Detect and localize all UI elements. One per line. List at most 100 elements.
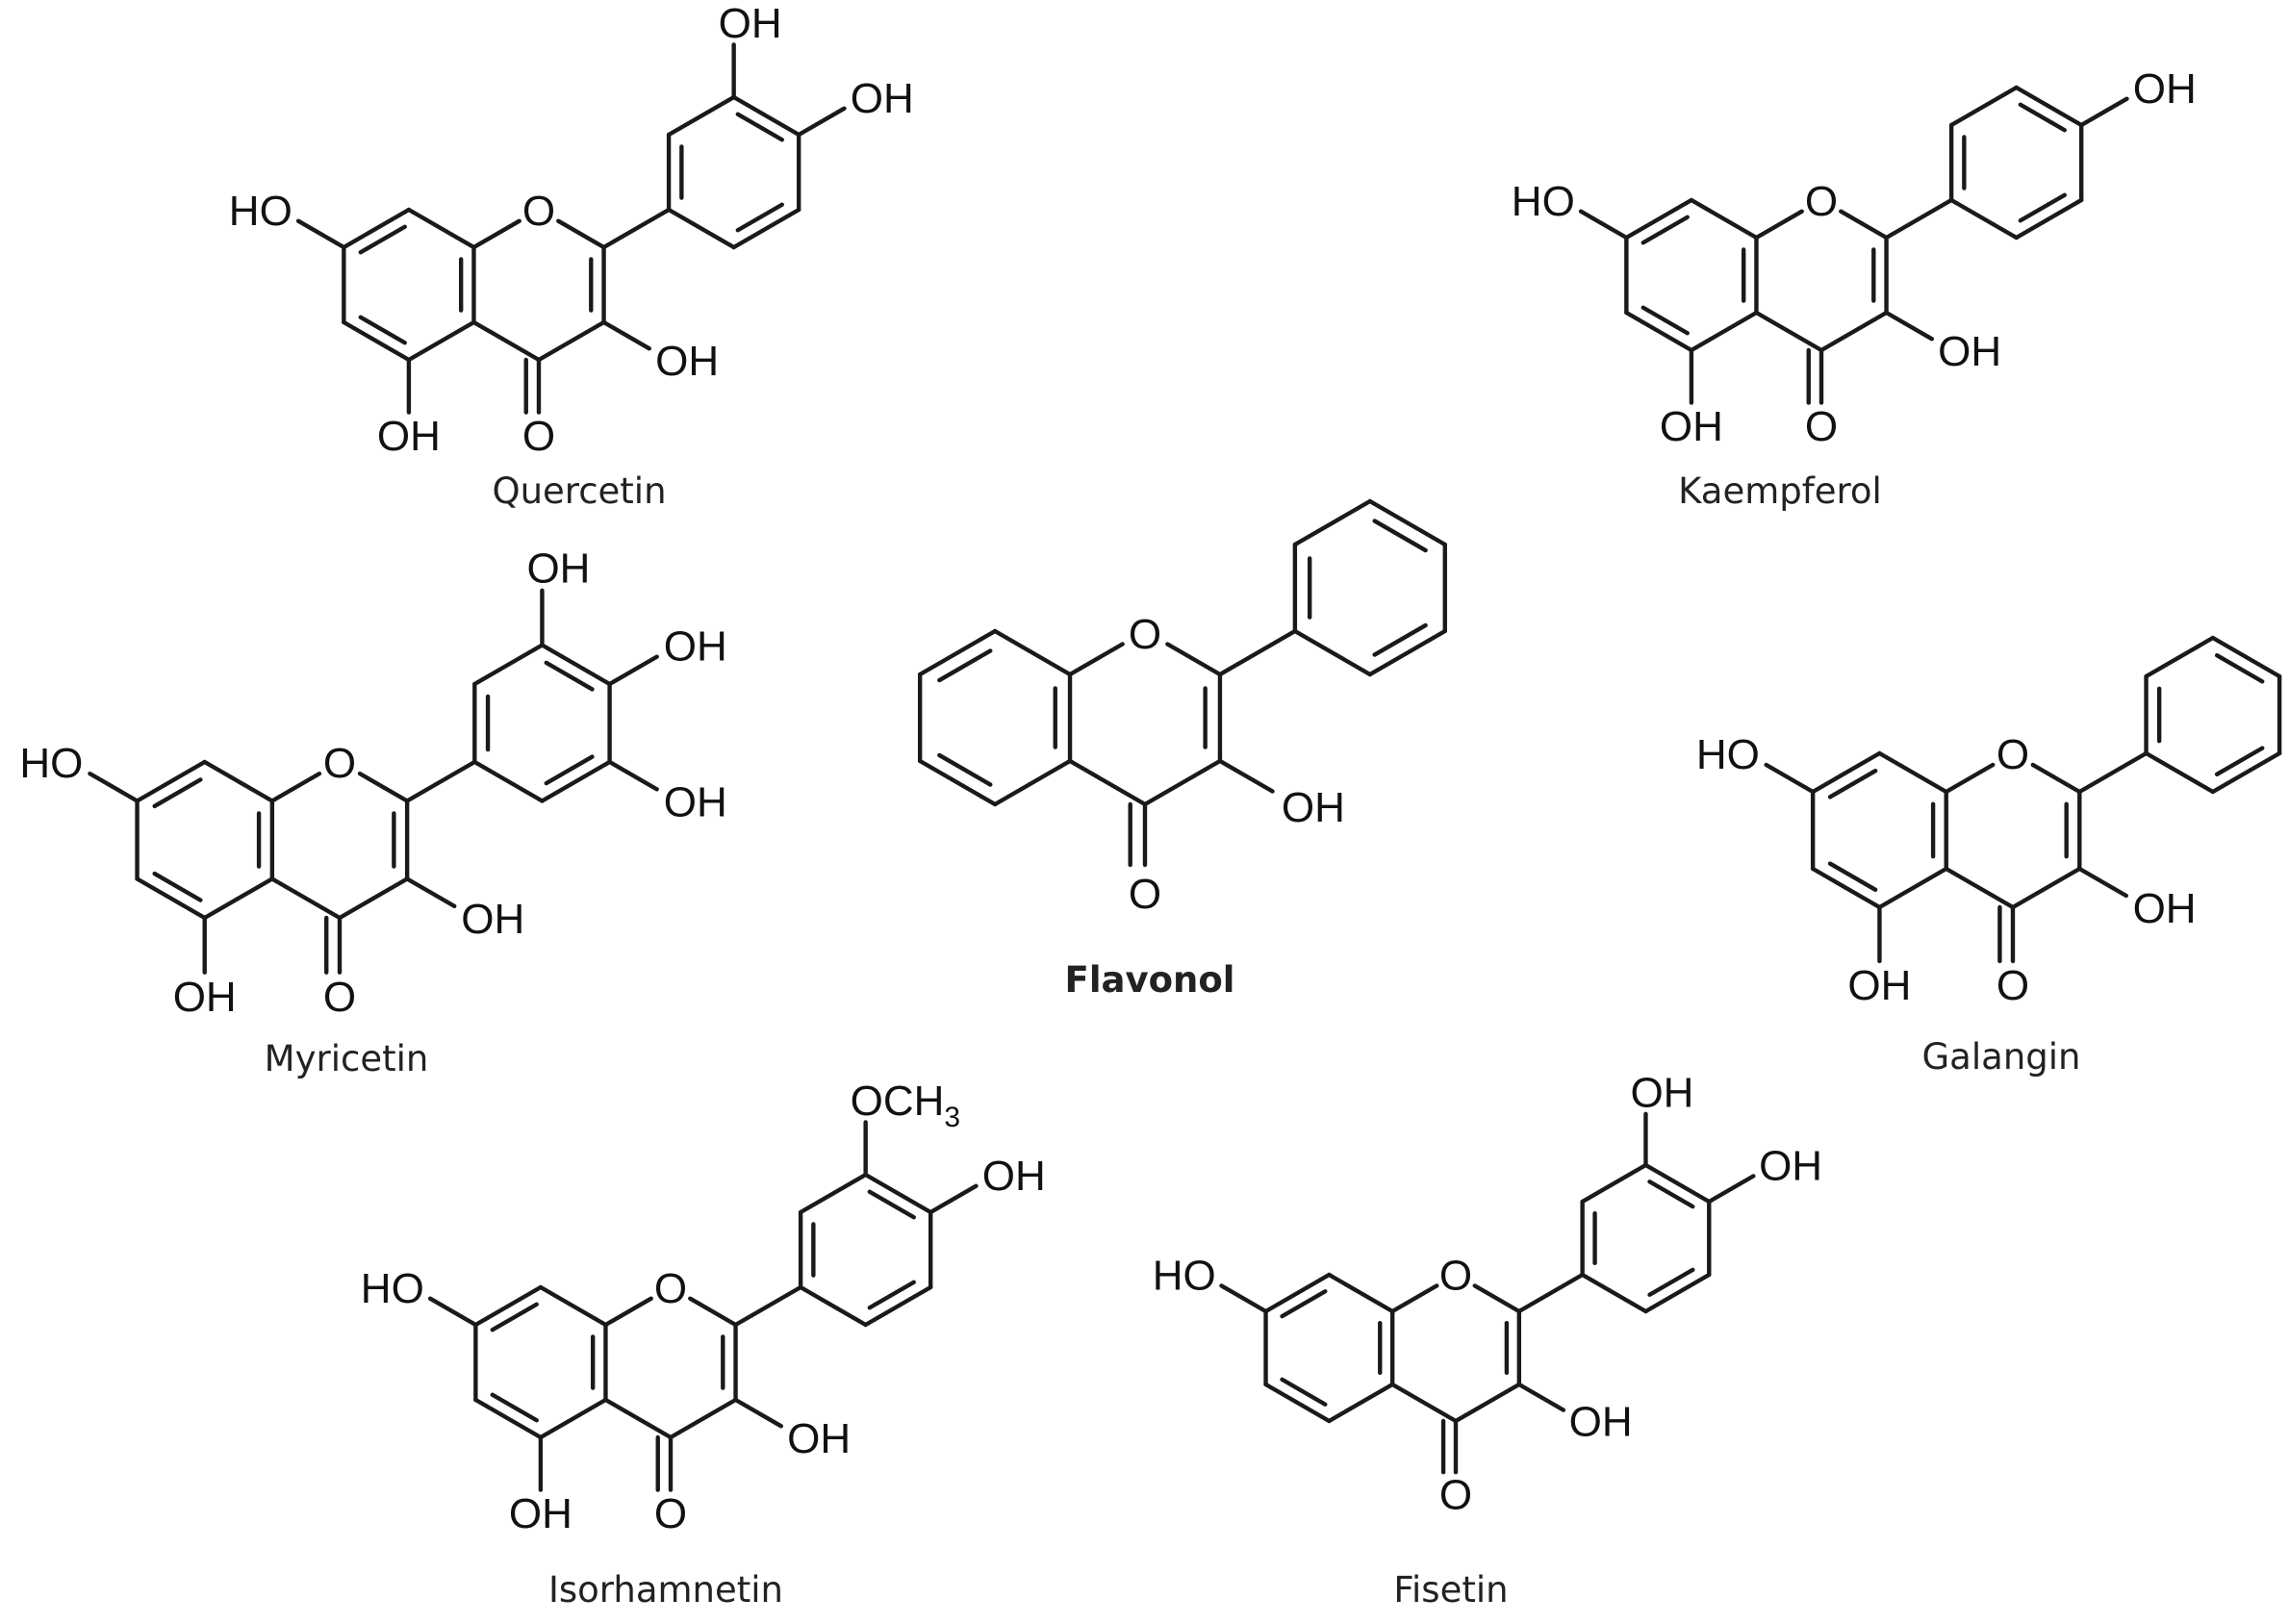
fisetin-atom-label-c3: OH — [1569, 1398, 1633, 1445]
bond-c5-c6 — [1624, 310, 1694, 353]
bond-c2-b1 — [733, 1284, 803, 1328]
bond-c4-c4a — [1754, 310, 1824, 353]
bond-b2-b3 — [666, 94, 736, 138]
bond-inner-c5-c6 — [358, 315, 407, 345]
bond-inner-c5-c6 — [490, 1392, 539, 1423]
bond-o1-c2 — [1165, 642, 1223, 677]
galangin-atom-label-o1: O — [1997, 731, 2029, 778]
bond-inner-c7-c8 — [490, 1302, 539, 1332]
bond-b6-b1 — [1292, 628, 1373, 677]
bond-b6-b1 — [2144, 750, 2216, 795]
bond-b5-b6 — [731, 207, 801, 250]
bond-c8-c8a — [538, 1284, 608, 1328]
bond-c3-c3O — [1884, 310, 1935, 342]
isorhamnetin-atom-label-c3: OH — [787, 1415, 851, 1462]
bond-c3-c4 — [1453, 1382, 1522, 1424]
bond-c7-c8 — [917, 628, 998, 677]
myricetin-atom-label-o1: O — [323, 740, 356, 787]
bond-b5-b6 — [540, 759, 612, 803]
bond-c2-b1 — [601, 207, 672, 250]
bond-c3-c3O — [733, 1397, 784, 1429]
bond-c3-c3O — [1516, 1382, 1566, 1412]
bond-c3-c3O — [2077, 866, 2128, 899]
bond-c4-c4a — [603, 1397, 674, 1440]
isorhamnetin-atom-label-b4: OH — [982, 1153, 1046, 1200]
galangin-atom-label-c5: OH — [1847, 962, 1911, 1009]
bond-b3-b4 — [540, 643, 612, 687]
bond-c8-c8a — [1327, 1272, 1395, 1314]
bond-c7-c8 — [342, 207, 412, 250]
bond-b3-b4 — [2210, 635, 2282, 679]
bond-c4a-c5 — [1327, 1382, 1395, 1424]
bond-c7-c7O — [1219, 1283, 1268, 1314]
bond-inner-c5-c6 — [1280, 1377, 1328, 1407]
bond-c3-c3O — [601, 319, 652, 351]
bond-inner-b5-b6 — [1372, 622, 1428, 657]
bond-c2-b1 — [404, 759, 477, 803]
bond-inner-c5-c6 — [1827, 861, 1878, 893]
bond-c4-c4a — [1944, 866, 2016, 910]
bond-inner-c7-c8 — [937, 648, 993, 683]
myricetin-atom-label-b3: OH — [526, 546, 590, 593]
bond-b6-b1 — [666, 207, 736, 250]
bond-c4a-c5 — [1689, 310, 1759, 353]
kaempferol-name-label: Kaempferol — [1678, 470, 1882, 512]
bond-inner-b5-b6 — [2018, 192, 2067, 223]
isorhamnetin-atom-label-b3: OCH3 — [851, 1078, 960, 1133]
myricetin-atom-label-b5: OH — [664, 779, 727, 826]
bond-b5-b5O — [607, 759, 659, 792]
isorhamnetin-name-label: Isorhamnetin — [548, 1569, 783, 1611]
bond-b3-b4 — [2014, 85, 2084, 128]
bond-b4-b4O — [2078, 96, 2129, 128]
bond-c2-b1 — [1884, 197, 1954, 241]
flavonol-atom-label-c3: OH — [1282, 784, 1345, 831]
bond-inner-c7-c8 — [1640, 215, 1690, 245]
bond-inner-b3-b4 — [1372, 519, 1428, 553]
bond-c7-c8 — [473, 1284, 544, 1328]
myricetin-atom-label-c3: OH — [461, 896, 524, 943]
bond-c8-c8a — [992, 628, 1073, 677]
kaempferol-atom-label-c5: OH — [1660, 403, 1723, 450]
bond-b3-b4 — [731, 94, 801, 138]
isorhamnetin-atom-label-o1: O — [654, 1265, 687, 1312]
bond-c4-c4a — [471, 319, 542, 363]
bond-inner-b5-b6 — [867, 1280, 916, 1310]
bond-inner-b3-b4 — [2018, 102, 2067, 133]
quercetin-atom-label-c5: OH — [377, 413, 441, 460]
bond-c8-c8a — [1689, 197, 1759, 241]
bond-c3-c4 — [337, 876, 410, 921]
fisetin-atom-label-b3: OH — [1630, 1069, 1693, 1116]
bond-c2-b1 — [1217, 628, 1298, 677]
galangin-atom-label-c7: HO — [1696, 731, 1760, 778]
quercetin-atom-label-b3: OH — [719, 0, 782, 47]
quercetin-atom-label-c3: OH — [655, 338, 719, 385]
myricetin-atom-label-c5: OH — [173, 974, 237, 1021]
bond-o1-c2 — [1472, 1283, 1522, 1314]
bond-b3-b4 — [1367, 498, 1447, 547]
flavonol-name-label: Flavonol — [1065, 959, 1235, 1001]
bond-c8a-o1 — [1944, 762, 1996, 795]
bond-inner-c5-c6 — [152, 871, 203, 902]
bond-b5-b6 — [863, 1284, 933, 1328]
flavonol-atom-label-c4: O — [1129, 871, 1161, 918]
galangin-atom-label-c4: O — [1997, 962, 2029, 1009]
myricetin-atom-label-b4: OH — [664, 623, 727, 671]
kaempferol-atom-label-c3: OH — [1938, 328, 2001, 375]
bond-b3-b4 — [863, 1172, 933, 1215]
fisetin-atom-label-o1: O — [1439, 1252, 1472, 1299]
kaempferol-atom-label-b4: OH — [2133, 65, 2197, 113]
bond-c4-c4a — [1389, 1382, 1459, 1424]
bond-c8-c8a — [202, 759, 275, 803]
bond-b6-b1 — [1948, 197, 2019, 241]
bond-c3-c4 — [668, 1397, 738, 1440]
bond-c7-c7O — [427, 1296, 478, 1328]
bond-c3-c3O — [1217, 758, 1275, 794]
myricetin-name-label: Myricetin — [265, 1038, 429, 1079]
bond-c3-c4 — [536, 319, 606, 363]
bond-c5-c6 — [135, 876, 207, 921]
